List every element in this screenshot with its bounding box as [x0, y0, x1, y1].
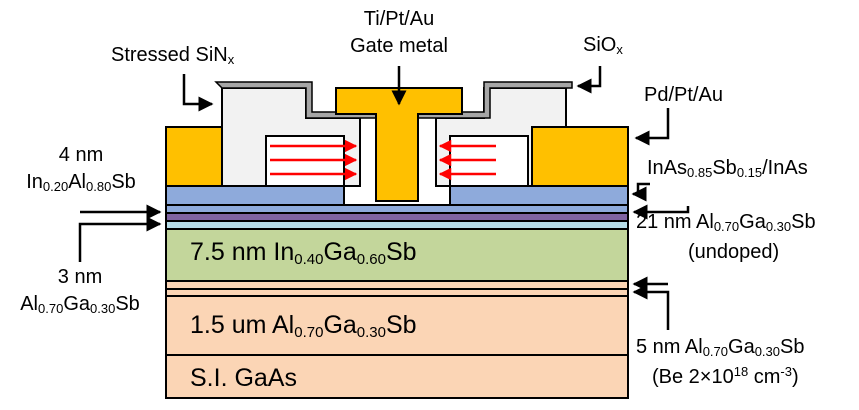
- ch-b: 0.40: [294, 251, 324, 268]
- a5-d: 0.30: [754, 344, 781, 359]
- buf-b: 0.70: [294, 324, 324, 341]
- a5-a: 5 nm Al: [636, 336, 703, 358]
- ch-e: Sb: [386, 238, 417, 266]
- substrate-label: S.I. GaAs: [190, 364, 297, 392]
- delta-doped-layer: [165, 288, 629, 297]
- algasb-21nm-layer: [165, 204, 629, 214]
- undoped-label: (undoped): [688, 241, 780, 263]
- stressed-sin-label: Stressed SiNx: [111, 44, 234, 67]
- dop-b: 18: [733, 364, 749, 379]
- inalsb-line2: In0.20Al0.80Sb: [2, 171, 160, 194]
- buf-d: 0.30: [356, 324, 386, 341]
- spacer-layer: [165, 220, 629, 230]
- leader-siox: [576, 66, 602, 94]
- inas-cap-label: InAs0.85Sb0.15/InAs: [647, 157, 808, 180]
- leader-inas-cap: [631, 182, 650, 202]
- cap-layer-left: [165, 185, 345, 206]
- sin-sub: x: [227, 52, 235, 67]
- dop-c: cm: [748, 366, 781, 388]
- a21-c: Ga: [739, 211, 766, 233]
- channel-label: 7.5 nm In0.40Ga0.60Sb: [190, 238, 417, 267]
- siox-liner: [214, 81, 573, 119]
- inalsb-e: Sb: [111, 171, 136, 193]
- a3-e: Sb: [115, 293, 140, 315]
- buf-e: Sb: [386, 311, 417, 339]
- leader-algasb-3nm: [78, 216, 162, 262]
- a3-line1: 3 nm: [57, 266, 103, 288]
- inas-b: 0.85: [687, 165, 713, 180]
- stress-arrows-right: [438, 139, 496, 181]
- a5-b: 0.70: [702, 344, 729, 359]
- buffer-layer: [165, 295, 629, 356]
- dop-e: ): [791, 366, 799, 388]
- channel-layer: [165, 228, 629, 282]
- inas-d: 0.15: [736, 165, 763, 180]
- inalsb-b: 0.20: [42, 179, 69, 194]
- a3-c: Ga: [63, 293, 90, 315]
- a3-a: Al: [20, 293, 38, 315]
- gate-metal-label: Ti/Pt/Au Gate metal: [322, 8, 476, 58]
- pd-pt-au-label: Pd/Pt/Au: [644, 84, 723, 106]
- buf-a: 1.5 um Al: [190, 311, 295, 339]
- inalsb-d: 0.80: [86, 179, 112, 194]
- dop-d: -3: [780, 364, 792, 379]
- leader-sin: [182, 74, 214, 112]
- a5-e: Sb: [780, 336, 805, 358]
- sin-text: Stressed SiN: [111, 44, 228, 66]
- dop-a: (Be 2×10: [652, 366, 734, 388]
- inalsb-label: 4 nm In0.20Al0.80Sb: [2, 144, 160, 194]
- inalsb-c: Al: [68, 171, 86, 193]
- a21-e: Sb: [791, 211, 816, 233]
- inalsb-layer: [165, 212, 629, 222]
- siox-label: SiOx: [583, 34, 623, 57]
- substrate-layer: [165, 354, 629, 399]
- inas-e: /InAs: [762, 157, 808, 179]
- a21-d: 0.30: [765, 219, 792, 234]
- leader-pd-pt-au: [634, 108, 670, 146]
- a21-b: 0.70: [713, 219, 740, 234]
- ch-d: 0.60: [356, 251, 386, 268]
- a21-a: 21 nm Al: [636, 211, 714, 233]
- a3-b: 0.70: [38, 301, 64, 316]
- ch-c: Ga: [323, 238, 357, 266]
- a3-d: 0.30: [90, 301, 116, 316]
- buffer-label: 1.5 um Al0.70Ga0.30Sb: [190, 311, 417, 340]
- drain-contact: [531, 126, 629, 187]
- siox-sub: x: [616, 42, 623, 57]
- a5-c: Ga: [728, 336, 755, 358]
- algasb-5nm-label: 5 nm Al0.70Ga0.30Sb: [636, 336, 804, 359]
- inalsb-a: In: [26, 171, 43, 193]
- barrier-3nm-layer: [165, 280, 629, 290]
- source-contact: [165, 126, 223, 187]
- inas-c: Sb: [712, 157, 737, 179]
- leader-algasb-21nm: [632, 204, 690, 220]
- stress-arrows-left: [270, 139, 358, 181]
- gate-metal: [335, 87, 463, 202]
- inalsb-line1: 4 nm: [58, 144, 104, 166]
- inas-a: InAs: [647, 157, 688, 179]
- cap-layer-right: [449, 185, 629, 206]
- buf-c: Ga: [323, 311, 357, 339]
- ch-a: 7.5 nm In: [190, 238, 295, 266]
- gate-metal-line2: Gate metal: [350, 35, 448, 57]
- siox-text: SiO: [583, 34, 617, 56]
- a3-line2: Al0.70Ga0.30Sb: [4, 293, 156, 316]
- leader-5nm-bottom: [632, 284, 670, 330]
- algasb-3nm-label: 3 nm Al0.70Ga0.30Sb: [4, 266, 156, 316]
- doping-label: (Be 2×1018 cm-3): [652, 364, 799, 389]
- algasb-21nm-label: 21 nm Al0.70Ga0.30Sb: [636, 211, 816, 234]
- gate-metal-line1: Ti/Pt/Au: [363, 8, 435, 30]
